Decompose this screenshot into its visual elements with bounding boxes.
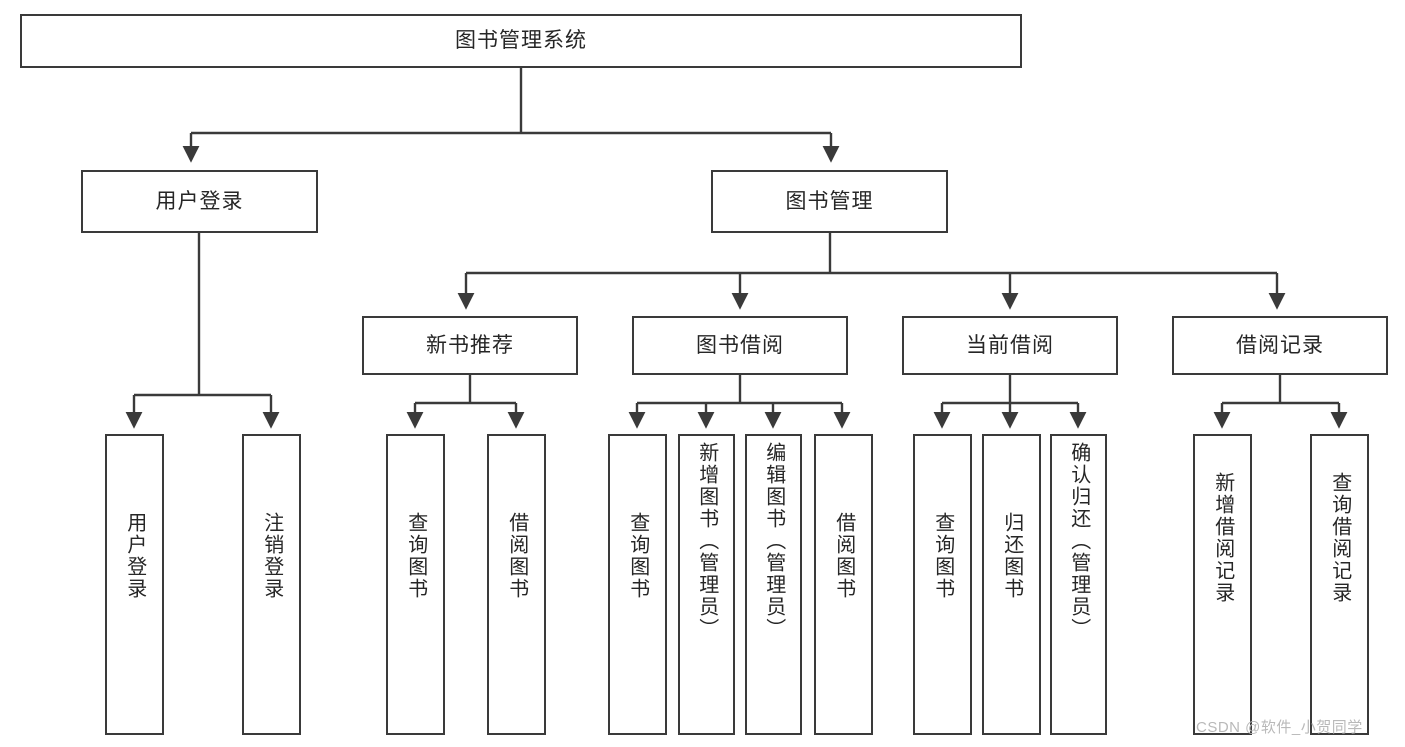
node-leaf-confirm-return-admin[interactable]: 确认归还（管理员） [1050, 434, 1107, 735]
node-label: 归还图书 [1000, 512, 1023, 600]
node-leaf-logout[interactable]: 注销登录 [242, 434, 301, 735]
node-leaf-return-book[interactable]: 归还图书 [982, 434, 1041, 735]
node-leaf-query-book-recommend[interactable]: 查询图书 [386, 434, 445, 735]
node-label: 新增图书（管理员） [695, 442, 718, 640]
node-label: 确认归还（管理员） [1067, 442, 1090, 640]
node-leaf-query-book-current[interactable]: 查询图书 [913, 434, 972, 735]
node-current-borrow[interactable]: 当前借阅 [902, 316, 1118, 375]
node-label: 用户登录 [155, 189, 244, 213]
node-leaf-borrow-book-recommend[interactable]: 借阅图书 [487, 434, 546, 735]
node-leaf-add-book-admin[interactable]: 新增图书（管理员） [678, 434, 735, 735]
node-new-book-recommend[interactable]: 新书推荐 [362, 316, 578, 375]
node-label: 新增借阅记录 [1211, 472, 1234, 604]
node-label: 查询图书 [931, 512, 954, 600]
node-label: 借阅记录 [1236, 333, 1324, 357]
node-label: 当前借阅 [966, 333, 1054, 357]
node-label: 图书管理 [785, 189, 874, 213]
node-borrow-record[interactable]: 借阅记录 [1172, 316, 1388, 375]
node-label: 图书管理系统 [455, 29, 587, 53]
node-leaf-query-borrow-record[interactable]: 查询借阅记录 [1310, 434, 1369, 735]
node-leaf-add-borrow-record[interactable]: 新增借阅记录 [1193, 434, 1252, 735]
node-label: 注销登录 [260, 512, 283, 600]
node-leaf-edit-book-admin[interactable]: 编辑图书（管理员） [745, 434, 802, 735]
node-label: 查询图书 [404, 512, 427, 600]
node-leaf-borrow-book[interactable]: 借阅图书 [814, 434, 873, 735]
node-label: 用户登录 [123, 512, 146, 600]
node-label: 查询借阅记录 [1328, 472, 1351, 604]
node-label: 借阅图书 [832, 512, 855, 600]
node-label: 查询图书 [626, 512, 649, 600]
node-user-login[interactable]: 用户登录 [81, 170, 318, 233]
node-book-borrow[interactable]: 图书借阅 [632, 316, 848, 375]
csdn-watermark: CSDN @软件_小贺同学 [1196, 719, 1363, 736]
node-leaf-user-login[interactable]: 用户登录 [105, 434, 164, 735]
node-label: 编辑图书（管理员） [762, 442, 785, 640]
node-root-book-management-system[interactable]: 图书管理系统 [20, 14, 1022, 68]
node-book-management[interactable]: 图书管理 [711, 170, 948, 233]
node-leaf-query-book-borrow[interactable]: 查询图书 [608, 434, 667, 735]
node-label: 借阅图书 [505, 512, 528, 600]
node-label: 新书推荐 [426, 333, 514, 357]
node-label: 图书借阅 [696, 333, 784, 357]
